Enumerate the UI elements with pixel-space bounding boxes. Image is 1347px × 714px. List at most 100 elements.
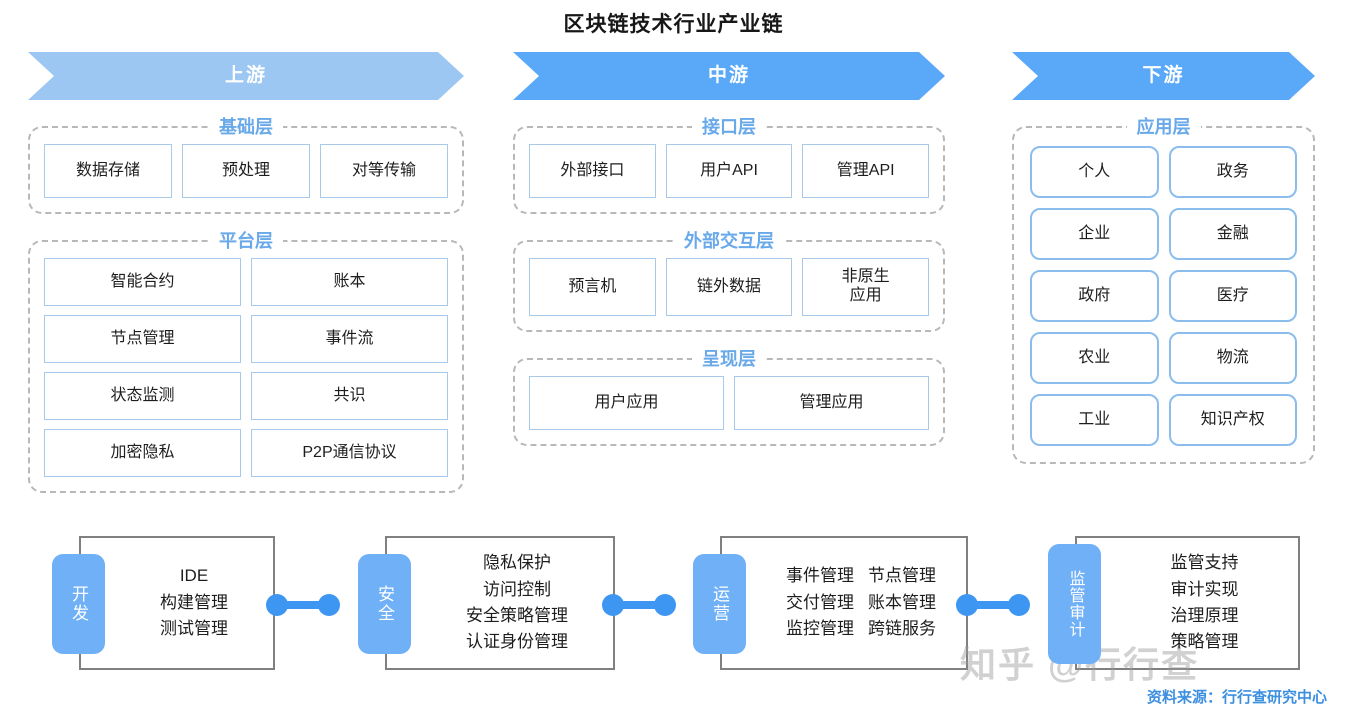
page-title: 区块链技术行业产业链 [563,13,784,36]
stage-item[interactable]: 交付管理 [786,592,854,612]
cell-consensus[interactable]: 共识 [251,372,448,420]
cell-individual[interactable]: 个人 [1030,146,1159,198]
stage-tab-supervision-audit[interactable]: 监管审计 [1048,544,1101,664]
cell-p2p-protocol[interactable]: P2P通信协议 [251,429,448,477]
stage-item[interactable]: 构建管理 [160,592,228,612]
cell-oracle[interactable]: 预言机 [529,258,656,316]
cell-admin-api[interactable]: 管理API [802,144,930,198]
group-title-text: 呈现层 [692,349,766,369]
banner-downstream: 下游 [1012,52,1315,100]
stage-tab-development[interactable]: 开发 [52,554,105,654]
connector-link-2 [602,594,676,616]
source-note: 资料来源：行行查研究中心 [1146,689,1327,706]
group-title-external: 外部交互层 [515,227,943,253]
cell-user-api[interactable]: 用户API [665,144,793,198]
cell-event-stream[interactable]: 事件流 [251,315,448,363]
stage-items: 隐私保护 访问控制 安全策略管理 认证身份管理 [432,550,568,655]
stage-item[interactable]: IDE [179,566,209,586]
group-title-platform: 平台层 [30,227,462,253]
stage-item[interactable]: 访问控制 [483,579,551,599]
cell-enterprise[interactable]: 企业 [1030,208,1159,260]
row: 状态监测 共识 [44,372,448,420]
pipeline-row: IDE 构建管理 测试管理 开发 隐私保护 访问控制 安全策略管理 认证身份管理… [28,536,1328,686]
cell-status-monitoring[interactable]: 状态监测 [44,372,241,420]
row: 智能合约 账本 [44,258,448,306]
group-title-text: 平台层 [209,231,283,251]
connector-bar [611,601,667,609]
group-external-interaction-layer: 外部交互层 预言机 链外数据 非原生 应用 [513,231,945,332]
column-downstream: 下游 应用层 个人 政务 企业 金融 政府 医疗 农业 物流 工业 知识产权 [1012,52,1315,464]
stage-item[interactable]: 审计实现 [1170,579,1239,599]
stage-items: 事件管理 交付管理 监控管理 节点管理 账本管理 跨链服务 [752,563,936,642]
connector-dot-left [602,594,624,616]
group-title-text: 应用层 [1126,117,1201,137]
cell-peer-transfer[interactable]: 对等传输 [320,144,448,198]
group-title-interface: 接口层 [515,113,943,139]
cell-user-application[interactable]: 用户应用 [529,376,724,430]
stage-item[interactable]: 监管支持 [1170,553,1239,573]
row: 个人 政务 [1030,146,1297,198]
stage-operations: 事件管理 交付管理 监控管理 节点管理 账本管理 跨链服务 运营 [693,536,968,670]
group-platform-layer: 平台层 智能合约 账本 节点管理 事件流 状态监测 共识 加密隐私 P2P通信协… [28,231,464,493]
stage-item[interactable]: 监控管理 [786,619,854,639]
group-title-foundation: 基础层 [30,113,462,139]
row: 工业 知识产权 [1030,394,1297,446]
stage-item[interactable]: 认证身份管理 [466,632,568,652]
stage-box: 监管支持 审计实现 治理原理 策略管理 [1075,536,1300,670]
connector-bar [965,601,1021,609]
row: 企业 金融 [1030,208,1297,260]
cell-industry[interactable]: 工业 [1030,394,1159,446]
row: 预言机 链外数据 非原生 应用 [529,258,930,316]
stage-items-col-2: 节点管理 账本管理 跨链服务 [868,563,936,642]
group-title-text: 外部交互层 [674,231,784,251]
stage-item[interactable]: 跨链服务 [868,619,936,639]
row: 用户应用 管理应用 [529,376,929,430]
cell-data-storage[interactable]: 数据存储 [44,144,172,198]
cell-external-interface[interactable]: 外部接口 [529,144,656,198]
connector-dot-right [1008,594,1030,616]
connector-dot-right [654,594,676,616]
cell-offchain-data[interactable]: 链外数据 [665,258,793,316]
cell-logistics[interactable]: 物流 [1168,332,1297,384]
stage-item[interactable]: 策略管理 [1170,632,1239,652]
row: 数据存储 预处理 对等传输 [44,144,448,198]
stage-item[interactable]: 隐私保护 [483,553,551,573]
stage-item[interactable]: 安全策略管理 [466,606,568,625]
cell-encryption-privacy[interactable]: 加密隐私 [44,429,241,477]
cell-ledger[interactable]: 账本 [251,258,448,306]
group-application-layer: 应用层 个人 政务 企业 金融 政府 医疗 农业 物流 工业 知识产权 [1012,117,1315,464]
cell-admin-application[interactable]: 管理应用 [734,376,929,430]
stage-item[interactable]: 节点管理 [868,566,936,586]
stage-tab-operations[interactable]: 运营 [693,554,746,654]
stage-items-col-1: 事件管理 交付管理 监控管理 [786,563,854,642]
stage-items: 监管支持 审计实现 治理原理 策略管理 [1137,550,1239,655]
cell-healthcare[interactable]: 医疗 [1168,270,1297,322]
banner-midstream: 中游 [513,52,945,100]
group-title-application: 应用层 [1014,113,1313,139]
cell-smart-contract[interactable]: 智能合约 [44,258,241,306]
stage-box: 事件管理 交付管理 监控管理 节点管理 账本管理 跨链服务 [720,536,968,670]
banner-upstream: 上游 [28,52,464,100]
cell-preprocessing[interactable]: 预处理 [182,144,310,198]
stage-item[interactable]: 账本管理 [868,592,936,612]
connector-dot-left [956,594,978,616]
cell-finance[interactable]: 金融 [1168,208,1297,260]
group-title-text: 接口层 [692,117,766,137]
cell-node-management[interactable]: 节点管理 [44,315,241,363]
stage-tab-security[interactable]: 安全 [358,554,411,654]
cell-government[interactable]: 政府 [1030,270,1159,322]
connector-link-3 [956,594,1030,616]
group-foundation-layer: 基础层 数据存储 预处理 对等传输 [28,117,464,214]
stage-item[interactable]: 治理原理 [1170,606,1239,625]
connector-link-1 [266,594,340,616]
stage-item[interactable]: 测试管理 [160,619,228,639]
cell-intellectual-property[interactable]: 知识产权 [1168,394,1297,446]
stage-box: 隐私保护 访问控制 安全策略管理 认证身份管理 [385,536,615,670]
row: 政府 医疗 [1030,270,1297,322]
stage-supervision-audit: 监管支持 审计实现 治理原理 策略管理 监管审计 [1048,536,1300,670]
cell-non-native-app[interactable]: 非原生 应用 [802,258,930,316]
cell-agriculture[interactable]: 农业 [1030,332,1159,384]
stage-item[interactable]: 事件管理 [786,566,854,586]
group-interface-layer: 接口层 外部接口 用户API 管理API [513,117,945,214]
cell-government-affairs[interactable]: 政务 [1168,146,1297,198]
